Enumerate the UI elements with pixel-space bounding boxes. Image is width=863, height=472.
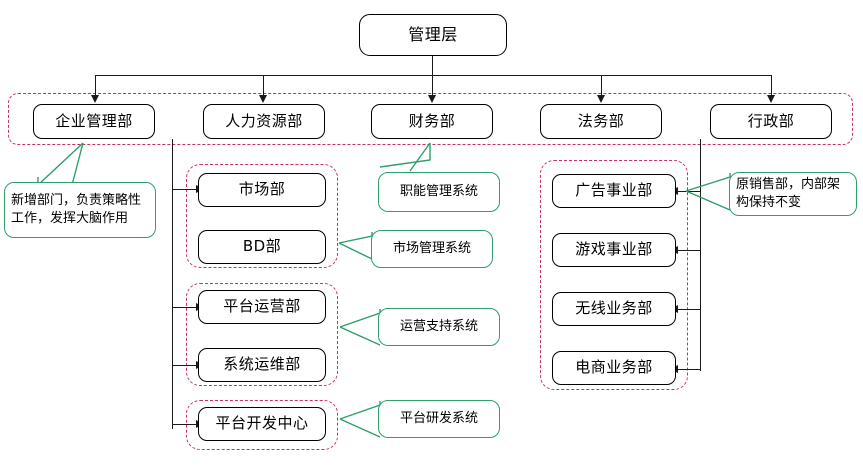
connector-branch-platform-dev — [172, 424, 198, 426]
note-text: 原销售部，内部架构保持不变 — [736, 177, 841, 210]
node-label: 广告事业部 — [575, 181, 653, 200]
connector-business-trunk — [700, 139, 702, 371]
connector-branch-ecommerce — [678, 369, 701, 371]
node-label: 市场部 — [238, 180, 286, 199]
node-bd[interactable]: BD部 — [198, 230, 326, 264]
arrowhead-finance — [427, 95, 436, 103]
node-administration[interactable]: 行政部 — [710, 104, 832, 139]
note-text: 市场管理系统 — [392, 241, 471, 257]
connector-branch-game — [678, 250, 701, 252]
node-label: BD部 — [242, 237, 282, 256]
node-marketing[interactable]: 市场部 — [198, 173, 326, 207]
arrowhead-hr — [258, 95, 267, 103]
node-legal[interactable]: 法务部 — [540, 104, 662, 139]
connector-drop-admin — [771, 75, 773, 97]
connector-drop-enterprise — [95, 75, 97, 97]
note-text: 平台研发系统 — [399, 411, 478, 427]
node-label: 人力资源部 — [225, 111, 303, 130]
node-label: 财务部 — [408, 111, 456, 130]
group-market-container — [186, 164, 338, 268]
arrowhead-enterprise — [90, 95, 99, 103]
connector-branch-wireless — [678, 309, 701, 311]
node-platform-development-center[interactable]: 平台开发中心 — [198, 407, 326, 441]
node-system-maintenance[interactable]: 系统运维部 — [198, 348, 326, 382]
node-label: 法务部 — [577, 111, 625, 130]
arrowhead-legal — [596, 95, 605, 103]
node-label: 行政部 — [747, 111, 795, 130]
note-platform-rd-system: 平台研发系统 — [378, 400, 500, 438]
note-operation-system: 运营支持系统 — [378, 308, 500, 346]
connector-branch-platform-ops — [172, 307, 198, 309]
connector-hr-trunk — [172, 139, 174, 429]
node-finance[interactable]: 财务部 — [371, 104, 493, 139]
connector-branch-advertising — [678, 191, 701, 193]
node-platform-operations[interactable]: 平台运营部 — [198, 290, 326, 324]
node-enterprise-management[interactable]: 企业管理部 — [33, 104, 155, 139]
node-game-division[interactable]: 游戏事业部 — [552, 233, 676, 267]
connector-branch-market — [172, 189, 198, 191]
connector-drop-finance — [432, 75, 434, 97]
note-new-dept: 新增部门，负责策略性工作，发挥大脑作用 — [4, 182, 156, 238]
note-text: 运营支持系统 — [399, 319, 478, 335]
node-label: 电商业务部 — [575, 358, 653, 377]
node-label: 系统运维部 — [223, 355, 301, 374]
connector-branch-sys-ops — [172, 365, 198, 367]
node-label: 平台运营部 — [223, 297, 301, 316]
node-label: 平台开发中心 — [215, 414, 309, 433]
group-operations-container — [186, 283, 338, 386]
node-label: 管理层 — [408, 24, 458, 44]
group-business-container — [540, 160, 688, 390]
node-advertising-division[interactable]: 广告事业部 — [552, 174, 676, 208]
note-function-system: 职能管理系统 — [378, 172, 500, 212]
arrowhead-admin — [766, 95, 775, 103]
note-market-system: 市场管理系统 — [371, 230, 493, 268]
connector-drop-legal — [601, 75, 603, 97]
node-label: 无线业务部 — [575, 299, 653, 318]
node-ecommerce-division[interactable]: 电商业务部 — [552, 351, 676, 385]
note-sales-unchanged: 原销售部，内部架构保持不变 — [729, 172, 857, 216]
note-text: 职能管理系统 — [399, 184, 478, 200]
node-label: 企业管理部 — [55, 111, 133, 130]
node-management-layer[interactable]: 管理层 — [359, 14, 507, 56]
node-label: 游戏事业部 — [575, 240, 653, 259]
note-text: 新增部门，负责策略性工作，发挥大脑作用 — [11, 193, 142, 226]
connector-top-trunk — [432, 56, 434, 75]
node-wireless-division[interactable]: 无线业务部 — [552, 292, 676, 326]
node-human-resources[interactable]: 人力资源部 — [203, 104, 325, 139]
connector-drop-hr — [263, 75, 265, 97]
